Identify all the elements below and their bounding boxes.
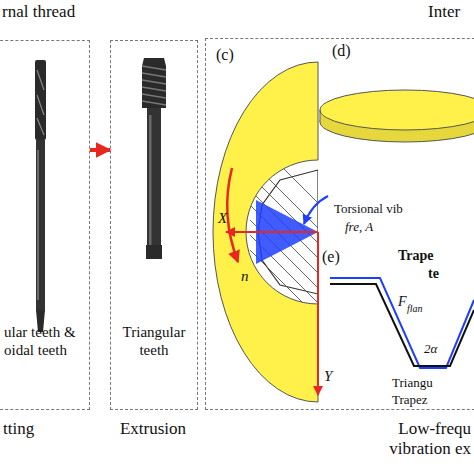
- triangular-profile: [330, 284, 474, 366]
- figure-label: Trape: [398, 248, 434, 264]
- figure-label: rnal thread: [2, 2, 75, 22]
- figure-label: X: [218, 210, 227, 227]
- panel-text: (c): [216, 45, 246, 64]
- process-arrow: [90, 148, 110, 152]
- dashed-panel: Triangular teethExtrusion: [110, 40, 198, 410]
- figure-label: Trapez: [392, 393, 428, 408]
- figure-label: (d): [332, 42, 351, 60]
- cutting-tap: [35, 60, 46, 332]
- figure-label: Torsional vib: [334, 202, 403, 217]
- panel-heading: tting: [3, 419, 83, 439]
- panel-text: ular teeth & oidal teeth: [4, 323, 88, 359]
- figure-label: Inter: [428, 2, 460, 22]
- figure-label: Y: [324, 368, 332, 385]
- figure-label: fre, A: [345, 220, 373, 235]
- figure-label: te: [428, 266, 439, 282]
- panel-text: Triangular teeth: [113, 323, 195, 359]
- figure-label: F: [398, 294, 407, 310]
- extrusion-tap: [142, 58, 166, 259]
- trapezoidal-profile: [330, 278, 474, 368]
- workpiece-disk: [320, 90, 474, 142]
- workpiece-ring: [213, 62, 318, 402]
- figure-label: flan: [407, 303, 423, 315]
- dashed-panel: ular teeth & oidal teethtting: [0, 40, 90, 410]
- panel-heading: Low-frequ vibration ex: [376, 419, 471, 460]
- figure-label: 2α: [424, 342, 437, 357]
- figure-label: Triangu: [392, 376, 433, 391]
- figure-label: n: [241, 268, 249, 285]
- panel-heading: Extrusion: [105, 419, 201, 439]
- figure-label: (e): [322, 248, 340, 266]
